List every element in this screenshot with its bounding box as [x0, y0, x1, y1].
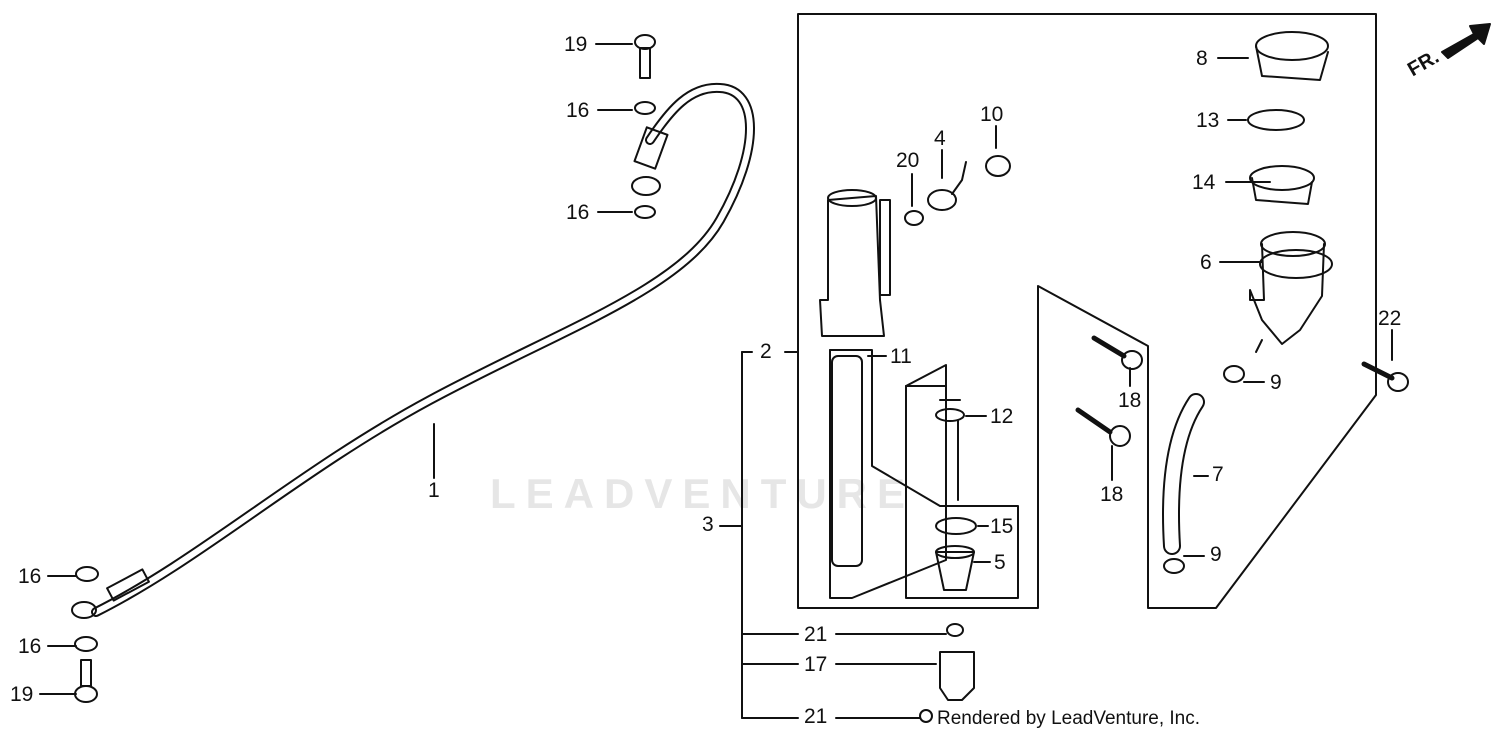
callout-16: 16 [18, 635, 42, 658]
callout-20: 20 [896, 149, 920, 172]
callout-4: 4 [934, 127, 946, 150]
callout-18: 18 [1118, 389, 1142, 412]
assembly-frame [797, 13, 1377, 609]
watermark: LEADVENTURE [490, 470, 916, 517]
callout-8: 8 [1196, 47, 1208, 70]
callout-1: 1 [428, 479, 440, 502]
callout-5: 5 [994, 551, 1006, 574]
callout-3: 3 [702, 513, 714, 536]
callout-13: 13 [1196, 109, 1220, 132]
reservoir-body [1249, 243, 1325, 345]
front-arrow [1441, 23, 1491, 59]
clevis-joint [939, 651, 975, 701]
callout-14: 14 [1192, 171, 1216, 194]
callout-19: 19 [10, 683, 34, 706]
reservoir-cap [1255, 45, 1329, 81]
callout-21: 21 [804, 623, 828, 646]
callout-16: 16 [18, 565, 42, 588]
callout-22: 22 [1378, 307, 1402, 330]
master-cylinder-body [819, 195, 885, 337]
piston-kit-frame [829, 349, 947, 599]
piston-kit-frame-2 [905, 364, 947, 387]
callout-9: 9 [1270, 371, 1282, 394]
callout-9: 9 [1210, 543, 1222, 566]
callout-15: 15 [990, 515, 1014, 538]
credit-text: Rendered by LeadVenture, Inc. [937, 708, 1201, 729]
callout-19: 19 [564, 33, 588, 56]
callout-10: 10 [980, 103, 1004, 126]
callout-2: 2 [760, 340, 772, 363]
callout-6: 6 [1200, 251, 1212, 274]
piston-kit-frame-3 [829, 349, 1019, 599]
callout-16: 16 [566, 201, 590, 224]
callout-11: 11 [890, 345, 912, 368]
callout-17: 17 [804, 653, 828, 676]
callout-12: 12 [990, 405, 1014, 428]
callout-21: 21 [804, 705, 828, 728]
callout-16: 16 [566, 99, 590, 122]
callout-7: 7 [1212, 463, 1224, 486]
callout-18: 18 [1100, 483, 1124, 506]
